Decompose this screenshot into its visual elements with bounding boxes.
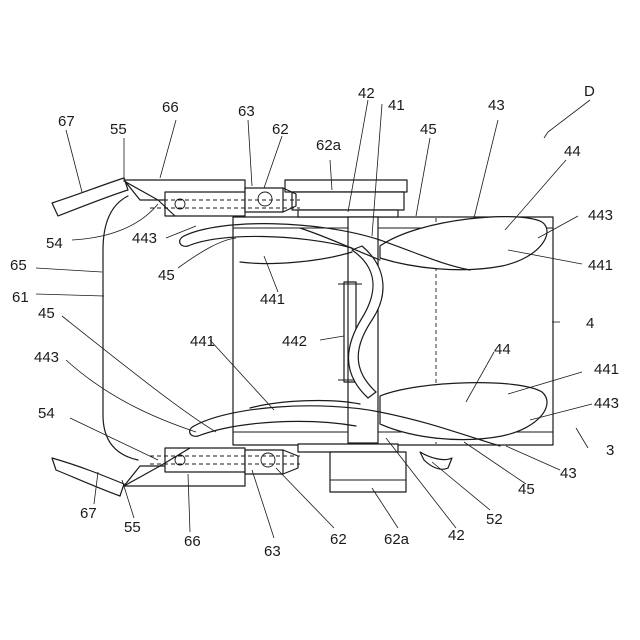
label-62a-top: 62a bbox=[316, 137, 342, 154]
lower-tube-67 bbox=[52, 458, 124, 496]
upper-tube-67 bbox=[52, 178, 128, 216]
label-63-top: 63 bbox=[238, 103, 255, 120]
label-54-top: 54 bbox=[46, 235, 63, 252]
label-45-left-upper: 45 bbox=[158, 267, 175, 284]
label-62a-bottom: 62a bbox=[384, 531, 410, 548]
label-44-top: 44 bbox=[564, 143, 581, 160]
label-43-bottom: 43 bbox=[560, 465, 577, 482]
lower-band-inner bbox=[198, 421, 356, 436]
label-63-bottom: 63 bbox=[264, 543, 281, 560]
label-442: 442 bbox=[282, 333, 307, 350]
label-66-bottom: 66 bbox=[184, 533, 201, 550]
label-44-bottom: 44 bbox=[494, 341, 511, 358]
label-443-left-upper: 443 bbox=[132, 230, 157, 247]
upper-lower-edge bbox=[240, 252, 352, 264]
bottom-bearing-62a bbox=[298, 444, 406, 492]
label-43-top: 43 bbox=[488, 97, 505, 114]
label-67-top: 67 bbox=[58, 113, 75, 130]
label-42-top: 42 bbox=[358, 85, 375, 102]
label-441-right-upper: 441 bbox=[588, 257, 613, 274]
label-62-bottom: 62 bbox=[330, 531, 347, 548]
label-D: D bbox=[584, 83, 595, 100]
label-45-left-lower: 45 bbox=[38, 305, 55, 322]
upper-coupling bbox=[124, 180, 300, 216]
label-45-top: 45 bbox=[420, 121, 437, 138]
label-67-bottom: 67 bbox=[80, 505, 97, 522]
upper-band-end bbox=[180, 236, 188, 246]
label-441-left-lower: 441 bbox=[190, 333, 215, 350]
label-42-bottom: 42 bbox=[448, 527, 465, 544]
label-62-top: 62 bbox=[272, 121, 289, 138]
label-45-bottom: 45 bbox=[518, 481, 535, 498]
label-3: 3 bbox=[606, 442, 614, 459]
label-61: 61 bbox=[12, 289, 29, 306]
label-66-top: 66 bbox=[162, 99, 179, 116]
label-443-right-upper: 443 bbox=[588, 207, 613, 224]
lower-coupling bbox=[124, 448, 300, 486]
label-441-left-upper: 441 bbox=[260, 291, 285, 308]
label-443-left-lower: 443 bbox=[34, 349, 59, 366]
label-54-bottom: 54 bbox=[38, 405, 55, 422]
label-443-right-lower: 443 bbox=[594, 395, 619, 412]
label-55-bottom: 55 bbox=[124, 519, 141, 536]
label-4: 4 bbox=[586, 315, 594, 332]
top-bearing-62a bbox=[285, 180, 407, 217]
label-55-top: 55 bbox=[110, 121, 127, 138]
label-52: 52 bbox=[486, 511, 503, 528]
label-41: 41 bbox=[388, 97, 405, 114]
lower-disc-44 bbox=[380, 383, 547, 440]
pulley-52 bbox=[420, 452, 452, 469]
label-441-right-lower: 441 bbox=[594, 361, 619, 378]
leader-lines bbox=[36, 100, 592, 538]
label-65: 65 bbox=[10, 257, 27, 274]
upper-disc-44 bbox=[380, 217, 547, 270]
